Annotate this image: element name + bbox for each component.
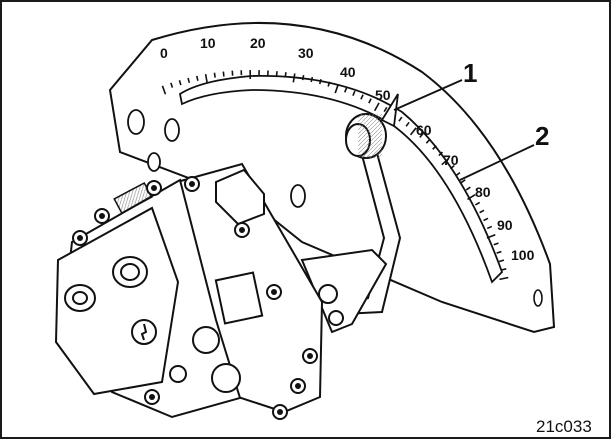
scale-tick bbox=[187, 77, 191, 83]
hex-bolt-center bbox=[151, 185, 157, 191]
scale-label-20: 20 bbox=[250, 35, 266, 51]
scale-tick bbox=[284, 72, 287, 78]
hex-bolt-center bbox=[307, 353, 313, 359]
scale-tick bbox=[419, 133, 424, 138]
scale-tick bbox=[161, 85, 167, 95]
scale-label-30: 30 bbox=[298, 45, 314, 61]
hex-bolt-center bbox=[295, 383, 301, 389]
plate-hole-1 bbox=[127, 109, 145, 135]
scale-tick bbox=[499, 276, 509, 281]
adjustment-slot bbox=[178, 75, 504, 284]
lever-pivot-nut bbox=[318, 284, 338, 304]
scale-tick bbox=[310, 76, 314, 83]
scale-tick bbox=[301, 74, 305, 81]
scale-tick bbox=[178, 80, 182, 86]
scale-tick bbox=[467, 194, 476, 201]
housing-boss-3 bbox=[169, 365, 187, 383]
scale-label-50: 50 bbox=[375, 87, 391, 103]
scale-tick bbox=[398, 116, 403, 122]
plate-hole-5 bbox=[533, 289, 543, 307]
hex-bolt-center bbox=[239, 227, 245, 233]
scale-tick bbox=[425, 138, 431, 144]
scale-ticks bbox=[161, 70, 509, 281]
scale-tick bbox=[222, 71, 225, 77]
scale-tick bbox=[455, 171, 461, 177]
scale-tick bbox=[465, 186, 471, 191]
scale-label-80: 80 bbox=[475, 184, 491, 200]
scale-tick bbox=[292, 73, 296, 83]
callout-2: 2 bbox=[535, 121, 549, 151]
scale-tick bbox=[196, 75, 199, 81]
housing-boss-1 bbox=[192, 326, 220, 354]
scale-tick bbox=[334, 84, 339, 94]
hex-bolt-center bbox=[149, 394, 155, 400]
scale-tick bbox=[441, 158, 450, 166]
scale-label-60: 60 bbox=[416, 122, 432, 138]
scale-label-10: 10 bbox=[200, 35, 216, 51]
scale-tick bbox=[405, 121, 410, 127]
scale-tick bbox=[449, 164, 455, 170]
scale-tick bbox=[496, 250, 502, 254]
housing-bolts bbox=[72, 176, 318, 420]
callout-2-leader bbox=[459, 144, 535, 181]
scale-tick bbox=[204, 73, 208, 84]
scale-tick bbox=[170, 82, 174, 88]
plate-hole-2 bbox=[164, 118, 180, 142]
scale-tick bbox=[486, 233, 496, 239]
scale-tick bbox=[501, 268, 507, 271]
plate-hole-3 bbox=[147, 152, 161, 172]
knurled-knob bbox=[345, 113, 387, 159]
scale-tick bbox=[498, 259, 505, 263]
figure-id: 21c033 bbox=[536, 417, 592, 436]
scale-tick bbox=[432, 145, 437, 150]
scale-tick bbox=[383, 106, 388, 113]
sector-plate bbox=[108, 21, 556, 334]
scale-label-90: 90 bbox=[497, 217, 513, 233]
scale-tick bbox=[479, 209, 485, 214]
callout-1-leader bbox=[393, 79, 463, 111]
hex-bolt-center bbox=[77, 235, 83, 241]
scale-tick bbox=[318, 79, 322, 85]
hex-bolt-center bbox=[277, 409, 283, 415]
scale-tick bbox=[460, 179, 466, 184]
scale-tick bbox=[373, 102, 380, 112]
scale-tick bbox=[486, 225, 493, 230]
scale-label-100: 100 bbox=[511, 247, 535, 263]
scale-tick bbox=[438, 151, 444, 157]
housing-boss-2 bbox=[211, 363, 241, 393]
lever-bolt bbox=[328, 310, 344, 326]
hex-bolt-center bbox=[189, 181, 195, 187]
scale-tick bbox=[360, 94, 364, 100]
scale-tick bbox=[409, 127, 417, 136]
scale-tick bbox=[213, 72, 216, 78]
control-lever bbox=[300, 138, 402, 334]
scale-label-40: 40 bbox=[340, 64, 356, 80]
scale-label-70: 70 bbox=[443, 152, 459, 168]
cover-window bbox=[214, 271, 264, 325]
scale-tick bbox=[368, 98, 372, 104]
scale-tick bbox=[474, 201, 481, 206]
pump-housing bbox=[54, 162, 324, 419]
hex-bolt-center bbox=[99, 213, 105, 219]
plate-hole-4 bbox=[290, 184, 306, 208]
top-boss bbox=[215, 168, 265, 226]
hex-bolt-center bbox=[271, 289, 277, 295]
scale-tick bbox=[352, 90, 356, 96]
scale-tick bbox=[493, 242, 499, 246]
scale-label-0: 0 bbox=[160, 45, 168, 61]
lever-bracket bbox=[300, 248, 388, 334]
scale-tick bbox=[327, 81, 331, 87]
callout-1: 1 bbox=[463, 58, 477, 88]
housing-side-plate bbox=[54, 206, 180, 396]
scale-tick bbox=[483, 217, 489, 222]
scale-tick bbox=[344, 87, 348, 93]
scale-labels: 0 10 20 30 40 50 60 70 80 90 100 bbox=[160, 35, 535, 263]
